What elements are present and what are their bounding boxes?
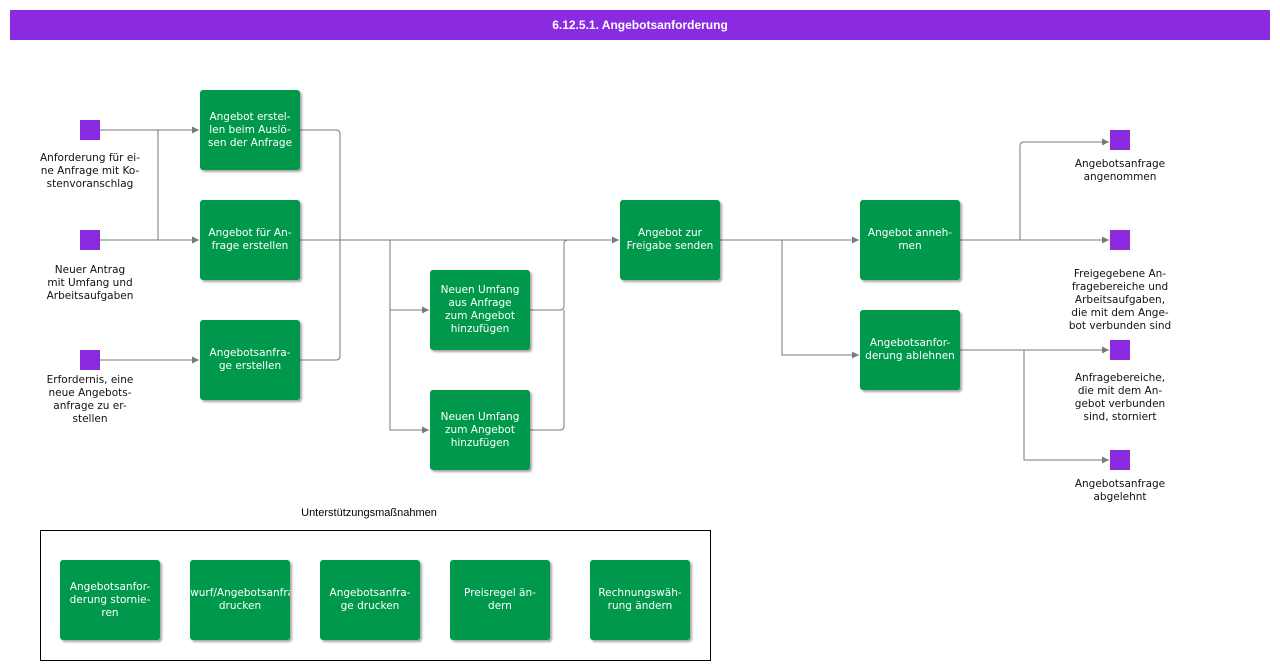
process-label: Neuen Umfang aus Anfrage zum Angebot hin…	[440, 284, 520, 335]
process-send-for-approval[interactable]: Angebot zur Freigabe senden	[620, 200, 720, 280]
support-action-label: Rechnungswäh- rung ändern	[598, 587, 682, 612]
input-label-2: Neuer Antrag mit Umfang und Arbeitsaufga…	[46, 264, 134, 302]
connector-branch-add-scope-from-request	[389, 240, 429, 314]
output-terminal-4	[1110, 450, 1130, 470]
connector-add-scope-from-request-back	[530, 239, 569, 311]
process-add-scope-from-request[interactable]: Neuen Umfang aus Anfrage zum Angebot hin…	[430, 270, 530, 350]
support-action-label: Entwurf/Angebotsanfrage drucken	[190, 587, 290, 612]
input-terminal-1	[80, 120, 100, 140]
support-action-print-draft[interactable]: Entwurf/Angebotsanfrage drucken	[190, 560, 290, 640]
connector-branch-add-scope	[389, 310, 429, 434]
output-label-3: Anfragebereiche, die mit dem An- gebot v…	[1074, 372, 1166, 423]
input-label-3: Erfordernis, eine neue Angebots- anfrage…	[46, 374, 134, 425]
connector-create-on-trigger-merge	[300, 129, 341, 240]
connector-accept-out1	[960, 138, 1109, 241]
process-create-for-request[interactable]: Angebot für An- frage erstellen	[200, 200, 300, 280]
process-label: Angebot für An- frage erstellen	[208, 227, 292, 252]
output-terminal-2	[1110, 230, 1130, 250]
support-action-change-currency[interactable]: Rechnungswäh- rung ändern	[590, 560, 690, 640]
process-reject[interactable]: Angebotsanfor- derung ablehnen	[860, 310, 960, 390]
support-action-label: Angebotsanfra- ge drucken	[329, 587, 411, 612]
output-terminal-3	[1110, 340, 1130, 360]
support-action-label: Angebotsanfor- derung stornie- ren	[69, 580, 151, 619]
support-title: Unterstützungsmaßnahmen	[301, 507, 437, 519]
process-label: Angebot anneh- men	[867, 227, 953, 252]
connector-reject-out4	[1023, 350, 1109, 464]
diagram-title: 6.12.5.1. Angebotsanforderung	[10, 10, 1270, 40]
output-terminal-1	[1110, 130, 1130, 150]
process-add-scope[interactable]: Neuen Umfang zum Angebot hinzufügen	[430, 390, 530, 470]
connector-add-scope-back	[530, 310, 565, 431]
process-label: Angebot erstel- len beim Auslö- sen der …	[207, 110, 293, 149]
input-terminal-3	[80, 350, 100, 370]
support-action-change-price-rule[interactable]: Preisregel än- dern	[450, 560, 550, 640]
input-terminal-2	[80, 230, 100, 250]
connector-in1-create-for-request	[157, 130, 199, 244]
output-label-2: Freigegebene An- fragebereiche und Arbei…	[1068, 268, 1172, 332]
process-accept[interactable]: Angebot anneh- men	[860, 200, 960, 280]
connector-create-rfq-merge	[300, 240, 341, 361]
support-action-cancel-request[interactable]: Angebotsanfor- derung stornie- ren	[60, 560, 160, 640]
process-label: Angebotsanfra- ge erstellen	[209, 347, 291, 372]
connector-send-reject	[781, 240, 859, 359]
output-label-4: Angebotsanfrage abgelehnt	[1074, 478, 1166, 503]
process-create-rfq[interactable]: Angebotsanfra- ge erstellen	[200, 320, 300, 400]
process-label: Neuen Umfang zum Angebot hinzufügen	[440, 410, 520, 449]
output-label-1: Angebotsanfrage angenommen	[1074, 158, 1166, 183]
process-label: Angebotsanfor- derung ablehnen	[865, 337, 955, 362]
process-label: Angebot zur Freigabe senden	[626, 227, 714, 252]
process-create-on-trigger[interactable]: Angebot erstel- len beim Auslö- sen der …	[200, 90, 300, 170]
support-action-print-rfq[interactable]: Angebotsanfra- ge drucken	[320, 560, 420, 640]
support-action-label: Preisregel än- dern	[464, 587, 536, 612]
input-label-1: Anforderung für ei- ne Anfrage mit Ko- s…	[39, 152, 141, 190]
